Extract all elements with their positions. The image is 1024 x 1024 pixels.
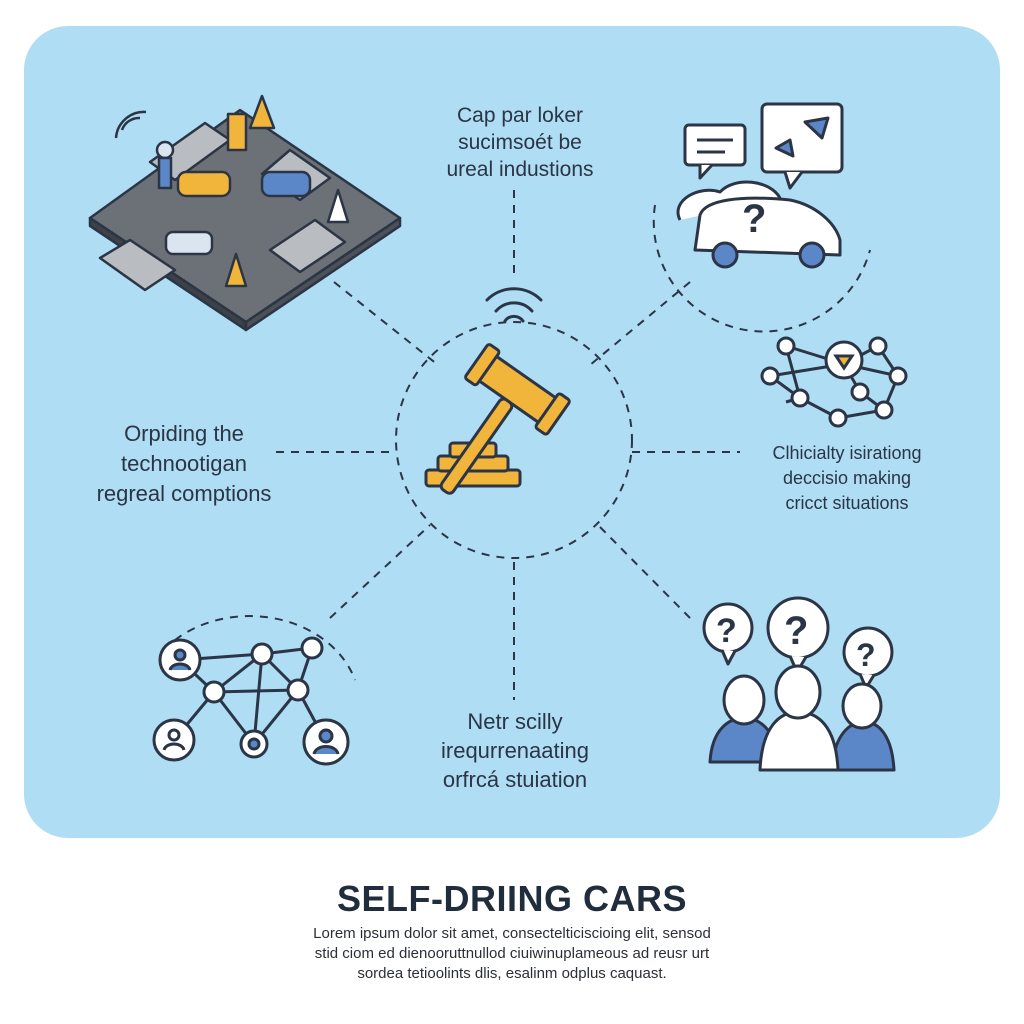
wireless-signal-icon [485,287,543,323]
svg-text:?: ? [742,197,766,241]
confused-car-icon: ? [676,102,844,269]
decision-network-icon [760,336,908,428]
label-top: Cap par loker sucimsoét be ureal industi… [446,104,594,181]
infographic-body: Lorem ipsum dolor sit amet, consecteltic… [313,925,711,982]
center-dashed-circle [395,321,633,559]
questioning-people-icon: ? ? ? [702,596,896,772]
gavel-icon [424,343,571,495]
infographic-title: SELF-DRIING CARS [337,878,687,919]
label-right: Clhicialty isirationg deccisio making cr… [772,443,922,513]
svg-text:?: ? [856,637,876,673]
intersection-accident-icon [88,94,402,332]
svg-text:?: ? [716,612,737,650]
label-bottom: Netr scilly irequrrenaating orfrcá stuia… [441,709,589,792]
dashed-connectors [174,190,871,700]
label-left: Orpiding the technootigan regreal compti… [96,421,272,506]
people-network-icon [152,636,350,766]
svg-text:?: ? [784,609,808,653]
